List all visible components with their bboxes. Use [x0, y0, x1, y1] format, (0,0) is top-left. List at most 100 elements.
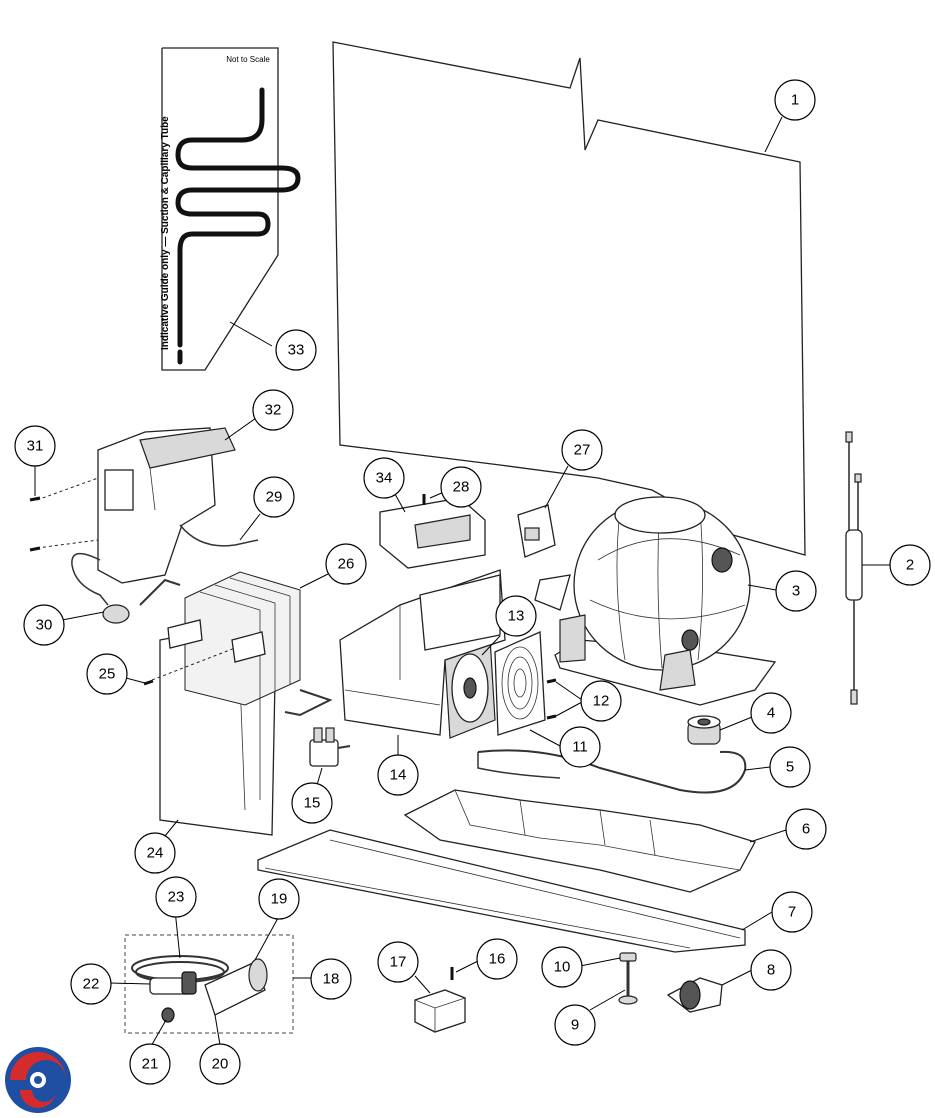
callout-2: 2 [889, 544, 931, 586]
svg-text:15: 15 [304, 795, 321, 812]
hose-clip [161, 1007, 175, 1023]
inset-vertical-label: Indicative Guide only — Suction & Capill… [160, 116, 171, 350]
svg-text:8: 8 [767, 962, 775, 979]
callout-23: 23 [155, 876, 197, 918]
callout-8: 8 [750, 949, 792, 991]
svg-text:29: 29 [266, 489, 283, 506]
svg-text:4: 4 [767, 705, 775, 722]
callout-34: 34 [363, 457, 405, 499]
callout-22: 22 [70, 963, 112, 1005]
callout-14: 14 [377, 754, 419, 796]
callout-29: 29 [253, 476, 295, 518]
wire-loop [477, 749, 747, 794]
svg-text:30: 30 [36, 617, 53, 634]
svg-text:19: 19 [271, 891, 288, 908]
svg-text:34: 34 [376, 470, 393, 487]
drain-kit-group [124, 934, 294, 1034]
callout-1: 1 [774, 79, 816, 121]
callout-6: 6 [785, 808, 827, 850]
callout-15: 15 [291, 782, 333, 824]
callout-28: 28 [440, 466, 482, 508]
callout-30: 30 [23, 604, 65, 646]
terminal-cover [379, 497, 486, 569]
callout-31: 31 [14, 425, 56, 467]
foot-nut [619, 952, 637, 962]
callout-33: 33 [275, 329, 317, 371]
svg-text:10: 10 [554, 959, 571, 976]
svg-text:17: 17 [390, 954, 407, 971]
svg-text:27: 27 [574, 442, 591, 459]
callout-20: 20 [199, 1043, 241, 1085]
svg-text:20: 20 [212, 1056, 229, 1073]
callout-12: 12 [580, 680, 622, 722]
fan-guard [494, 631, 546, 736]
screw-31-bottom [29, 546, 41, 552]
callout-16: 16 [476, 938, 518, 980]
callout-26: 26 [325, 543, 367, 585]
condenser [139, 571, 333, 717]
callout-18: 18 [310, 958, 352, 1000]
leveling-foot [618, 960, 638, 1005]
svg-text:22: 22 [83, 976, 100, 993]
svg-text:12: 12 [593, 693, 610, 710]
fan-bracket [339, 569, 506, 736]
callout-25: 25 [86, 653, 128, 695]
callout-7: 7 [771, 891, 813, 933]
leader-lines [34, 116, 890, 1049]
screw-leader-dash-bottom [36, 539, 99, 549]
cabinet-panel [332, 41, 806, 556]
solenoid-valve [309, 727, 351, 767]
connector [149, 971, 197, 995]
screw-leader-dash-top [36, 477, 99, 501]
brand-logo [5, 1047, 71, 1113]
drip-tray [403, 789, 756, 893]
svg-text:1: 1 [791, 92, 799, 109]
callout-17: 17 [377, 941, 419, 983]
callout-13: 13 [495, 595, 537, 637]
svg-text:13: 13 [508, 608, 525, 625]
callout-10: 10 [541, 946, 583, 988]
svg-text:16: 16 [489, 951, 506, 968]
capillary-tube-inset: Not to Scale Indicative Guide only — Suc… [160, 47, 301, 371]
svg-text:23: 23 [168, 889, 185, 906]
callout-11: 11 [559, 726, 601, 768]
callout-21: 21 [129, 1043, 171, 1085]
svg-text:21: 21 [142, 1056, 159, 1073]
capillary-tube-coil [175, 87, 301, 348]
fan [444, 637, 496, 739]
svg-text:14: 14 [390, 767, 407, 784]
callout-24: 24 [134, 832, 176, 874]
svg-text:24: 24 [147, 845, 164, 862]
hose-end [248, 958, 268, 992]
svg-text:33: 33 [288, 342, 305, 359]
callout-27: 27 [561, 429, 603, 471]
svg-text:26: 26 [338, 556, 355, 573]
svg-text:7: 7 [788, 904, 796, 921]
callout-3: 3 [775, 570, 817, 612]
svg-text:32: 32 [265, 402, 282, 419]
screw-31-top [29, 496, 41, 502]
relay [517, 504, 556, 558]
callout-4: 4 [750, 692, 792, 734]
svg-text:9: 9 [571, 1017, 579, 1034]
callout-32: 32 [252, 389, 294, 431]
base-rail [257, 829, 746, 953]
control-box [97, 427, 236, 584]
svg-text:5: 5 [786, 759, 794, 776]
svg-text:18: 18 [323, 971, 340, 988]
svg-text:28: 28 [453, 479, 470, 496]
sensor [71, 552, 130, 624]
screw-25-leader-dash [151, 647, 236, 681]
svg-text:3: 3 [792, 583, 800, 600]
bracket [414, 989, 466, 1033]
svg-text:6: 6 [802, 821, 810, 838]
grommet [687, 715, 721, 745]
svg-text:11: 11 [572, 739, 588, 756]
castor-wheel [666, 977, 723, 1013]
svg-text:2: 2 [906, 557, 914, 574]
screw-25 [143, 679, 154, 686]
thermostat-probe [845, 431, 863, 705]
screws-12 [546, 678, 557, 720]
svg-text:25: 25 [99, 666, 116, 683]
